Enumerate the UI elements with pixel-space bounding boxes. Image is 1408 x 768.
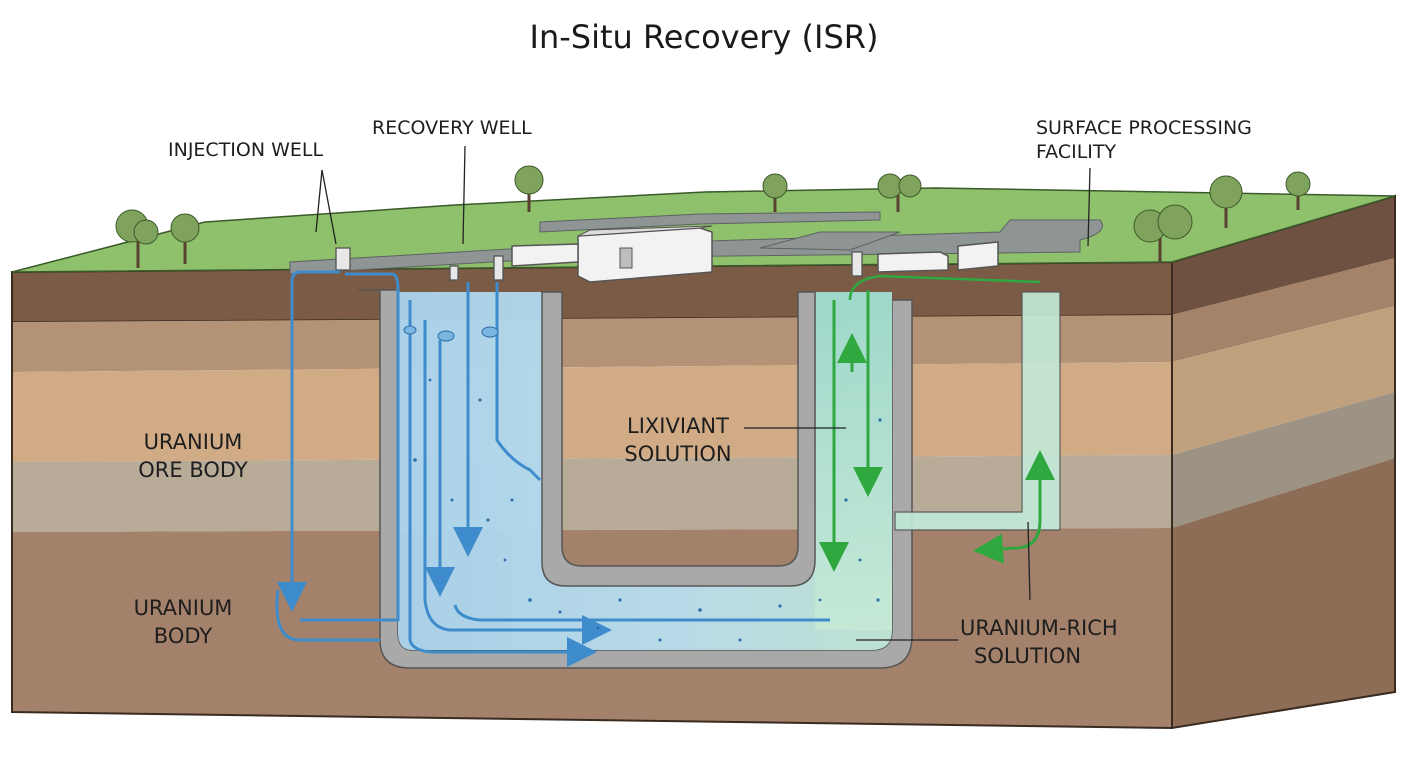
label-uranium-rich-line1: URANIUM-RICH — [960, 616, 1118, 640]
soil-side-face — [1171, 194, 1396, 730]
label-uranium-ore-body-line2: ORE BODY — [138, 458, 248, 482]
tree-icon — [514, 165, 544, 212]
recovery-wellhead-icon — [449, 265, 459, 281]
diagram-title: In-Situ Recovery (ISR) — [529, 18, 879, 56]
label-uranium-body-line2: BODY — [153, 624, 213, 648]
bubbles — [403, 325, 499, 342]
leader-lines — [315, 145, 1091, 641]
lixiviant-flow-lines — [275, 270, 830, 667]
tree-icon — [1209, 175, 1243, 228]
label-uranium-body: URANIUM BODY — [118, 594, 248, 650]
sand-layer-upper — [12, 315, 1172, 372]
label-uranium-rich-line2: SOLUTION — [974, 644, 1082, 668]
tree-icon — [1133, 204, 1193, 262]
tree-icon — [115, 209, 159, 268]
tree-icon — [877, 173, 922, 212]
recovery-wellhead-icon — [493, 255, 504, 281]
label-uranium-ore-body-line1: URANIUM — [143, 430, 243, 454]
label-surface-facility: SURFACE PROCESSING FACILITY — [1036, 116, 1252, 164]
tree-icon — [1285, 171, 1311, 210]
label-injection-well: INJECTION WELL — [168, 139, 324, 161]
trees — [115, 165, 1311, 268]
label-lixiviant-solution: LIXIVIANT SOLUTION — [618, 412, 738, 468]
label-uranium-ore-body: URANIUM ORE BODY — [128, 428, 258, 484]
label-lixiviant-line1: LIXIVIANT — [627, 414, 729, 438]
label-surface-facility-line2: FACILITY — [1036, 141, 1117, 163]
uranium-rich-flow-lines — [819, 274, 1055, 572]
label-recovery-well: RECOVERY WELL — [372, 117, 532, 139]
wellheads — [335, 247, 863, 281]
injection-wellhead-icon — [335, 247, 351, 271]
label-surface-facility-line1: SURFACE PROCESSING — [1036, 117, 1252, 139]
label-lixiviant-line2: SOLUTION — [624, 442, 732, 466]
recovery-wellhead-icon — [851, 251, 863, 277]
tree-icon — [762, 173, 788, 212]
tree-icon — [170, 213, 200, 264]
label-uranium-rich-solution: URANIUM-RICH SOLUTION — [960, 614, 1118, 670]
label-uranium-body-line1: URANIUM — [133, 596, 233, 620]
suspended-particles — [413, 378, 882, 642]
surface-processing-buildings — [511, 225, 999, 283]
